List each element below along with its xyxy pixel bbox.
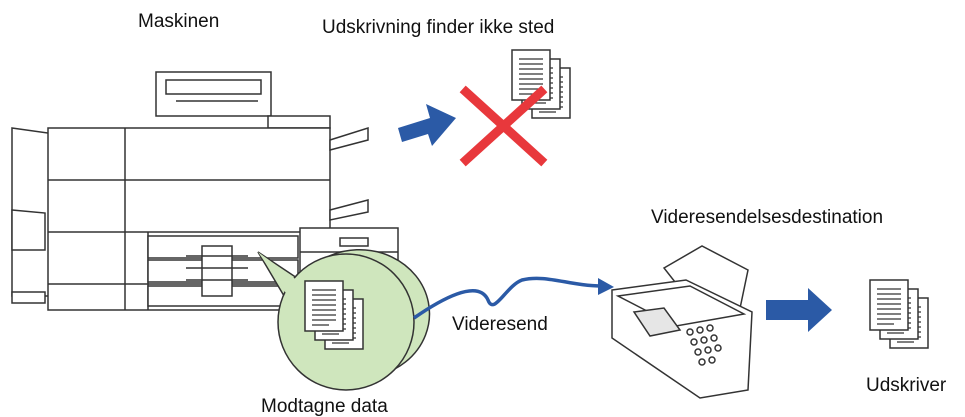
fax-machine-icon	[611, 245, 753, 399]
arrow-icon	[766, 288, 832, 332]
forward-label: Videresend	[452, 314, 548, 335]
printed-document-stack-icon	[870, 280, 928, 348]
no-print-label: Udskrivning finder ikke sted	[322, 17, 555, 38]
forward-destination-label: Videresendelsesdestination	[651, 207, 884, 228]
cross-icon	[459, 85, 548, 167]
printer-label: Udskriver	[866, 375, 947, 396]
received-data-label: Modtagne data	[261, 396, 388, 417]
forward-transmission-arrow	[413, 276, 614, 320]
arrow-icon	[398, 104, 456, 146]
machine-label: Maskinen	[138, 11, 220, 32]
